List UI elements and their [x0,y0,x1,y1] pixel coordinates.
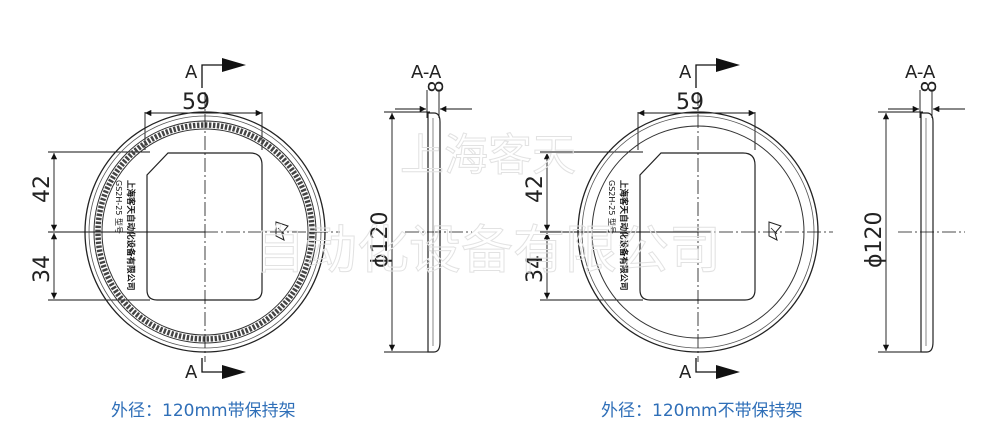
section-marker-top-left: A [185,58,246,88]
svg-text:上海客天: 上海客天 [400,130,576,181]
front-view-with-cage: A A 59 42 34 [30,58,340,383]
svg-text:A-A: A-A [411,62,442,83]
svg-text:34: 34 [523,255,548,283]
svg-text:34: 34 [30,255,55,283]
svg-text:A: A [679,62,692,83]
svg-text:A-A: A-A [905,62,936,83]
svg-text:上海客天自动化设备有限公司: 上海客天自动化设备有限公司 [125,180,136,291]
dimension-42-34-left: 42 34 [30,151,205,301]
watermark: 上海客天 自动化设备有限公司 [253,130,722,282]
logo-mark-right [768,221,782,241]
svg-text:GS2H-25 型号: GS2H-25 型号 [114,180,123,234]
svg-text:42: 42 [523,175,548,203]
svg-text:59: 59 [182,90,210,115]
svg-text:A: A [185,62,198,83]
front-view-without-cage: A A 59 42 34 GS2H-25 [523,58,833,383]
svg-text:8: 8 [424,80,448,93]
svg-text:GS2H-25 型号: GS2H-25 型号 [607,180,616,234]
section-marker-top-right: A [679,58,740,88]
side-section-view-left: A-A 8 ϕ120 [368,62,472,353]
svg-text:A: A [185,362,198,383]
svg-text:ϕ120: ϕ120 [368,211,393,268]
svg-text:自动化设备有限公司: 自动化设备有限公司 [253,221,721,281]
svg-text:A: A [679,362,692,383]
svg-text:上海客天自动化设备有限公司: 上海客天自动化设备有限公司 [618,180,629,291]
svg-text:42: 42 [30,175,55,203]
svg-text:8: 8 [917,80,941,93]
dimension-42-34-right: 42 34 [523,151,698,301]
caption-left: 外径：120mm带保持架 [111,401,296,421]
dimension-59-right: 59 [637,90,756,150]
svg-text:ϕ120: ϕ120 [862,211,887,268]
side-section-view-right: A-A 8 ϕ120 [862,62,965,353]
logo-mark-left [275,221,289,241]
section-marker-bottom-left: A [185,358,246,383]
caption-right: 外径：120mm不带保持架 [601,401,803,421]
section-marker-bottom-right: A [679,358,740,383]
svg-text:59: 59 [676,90,704,115]
